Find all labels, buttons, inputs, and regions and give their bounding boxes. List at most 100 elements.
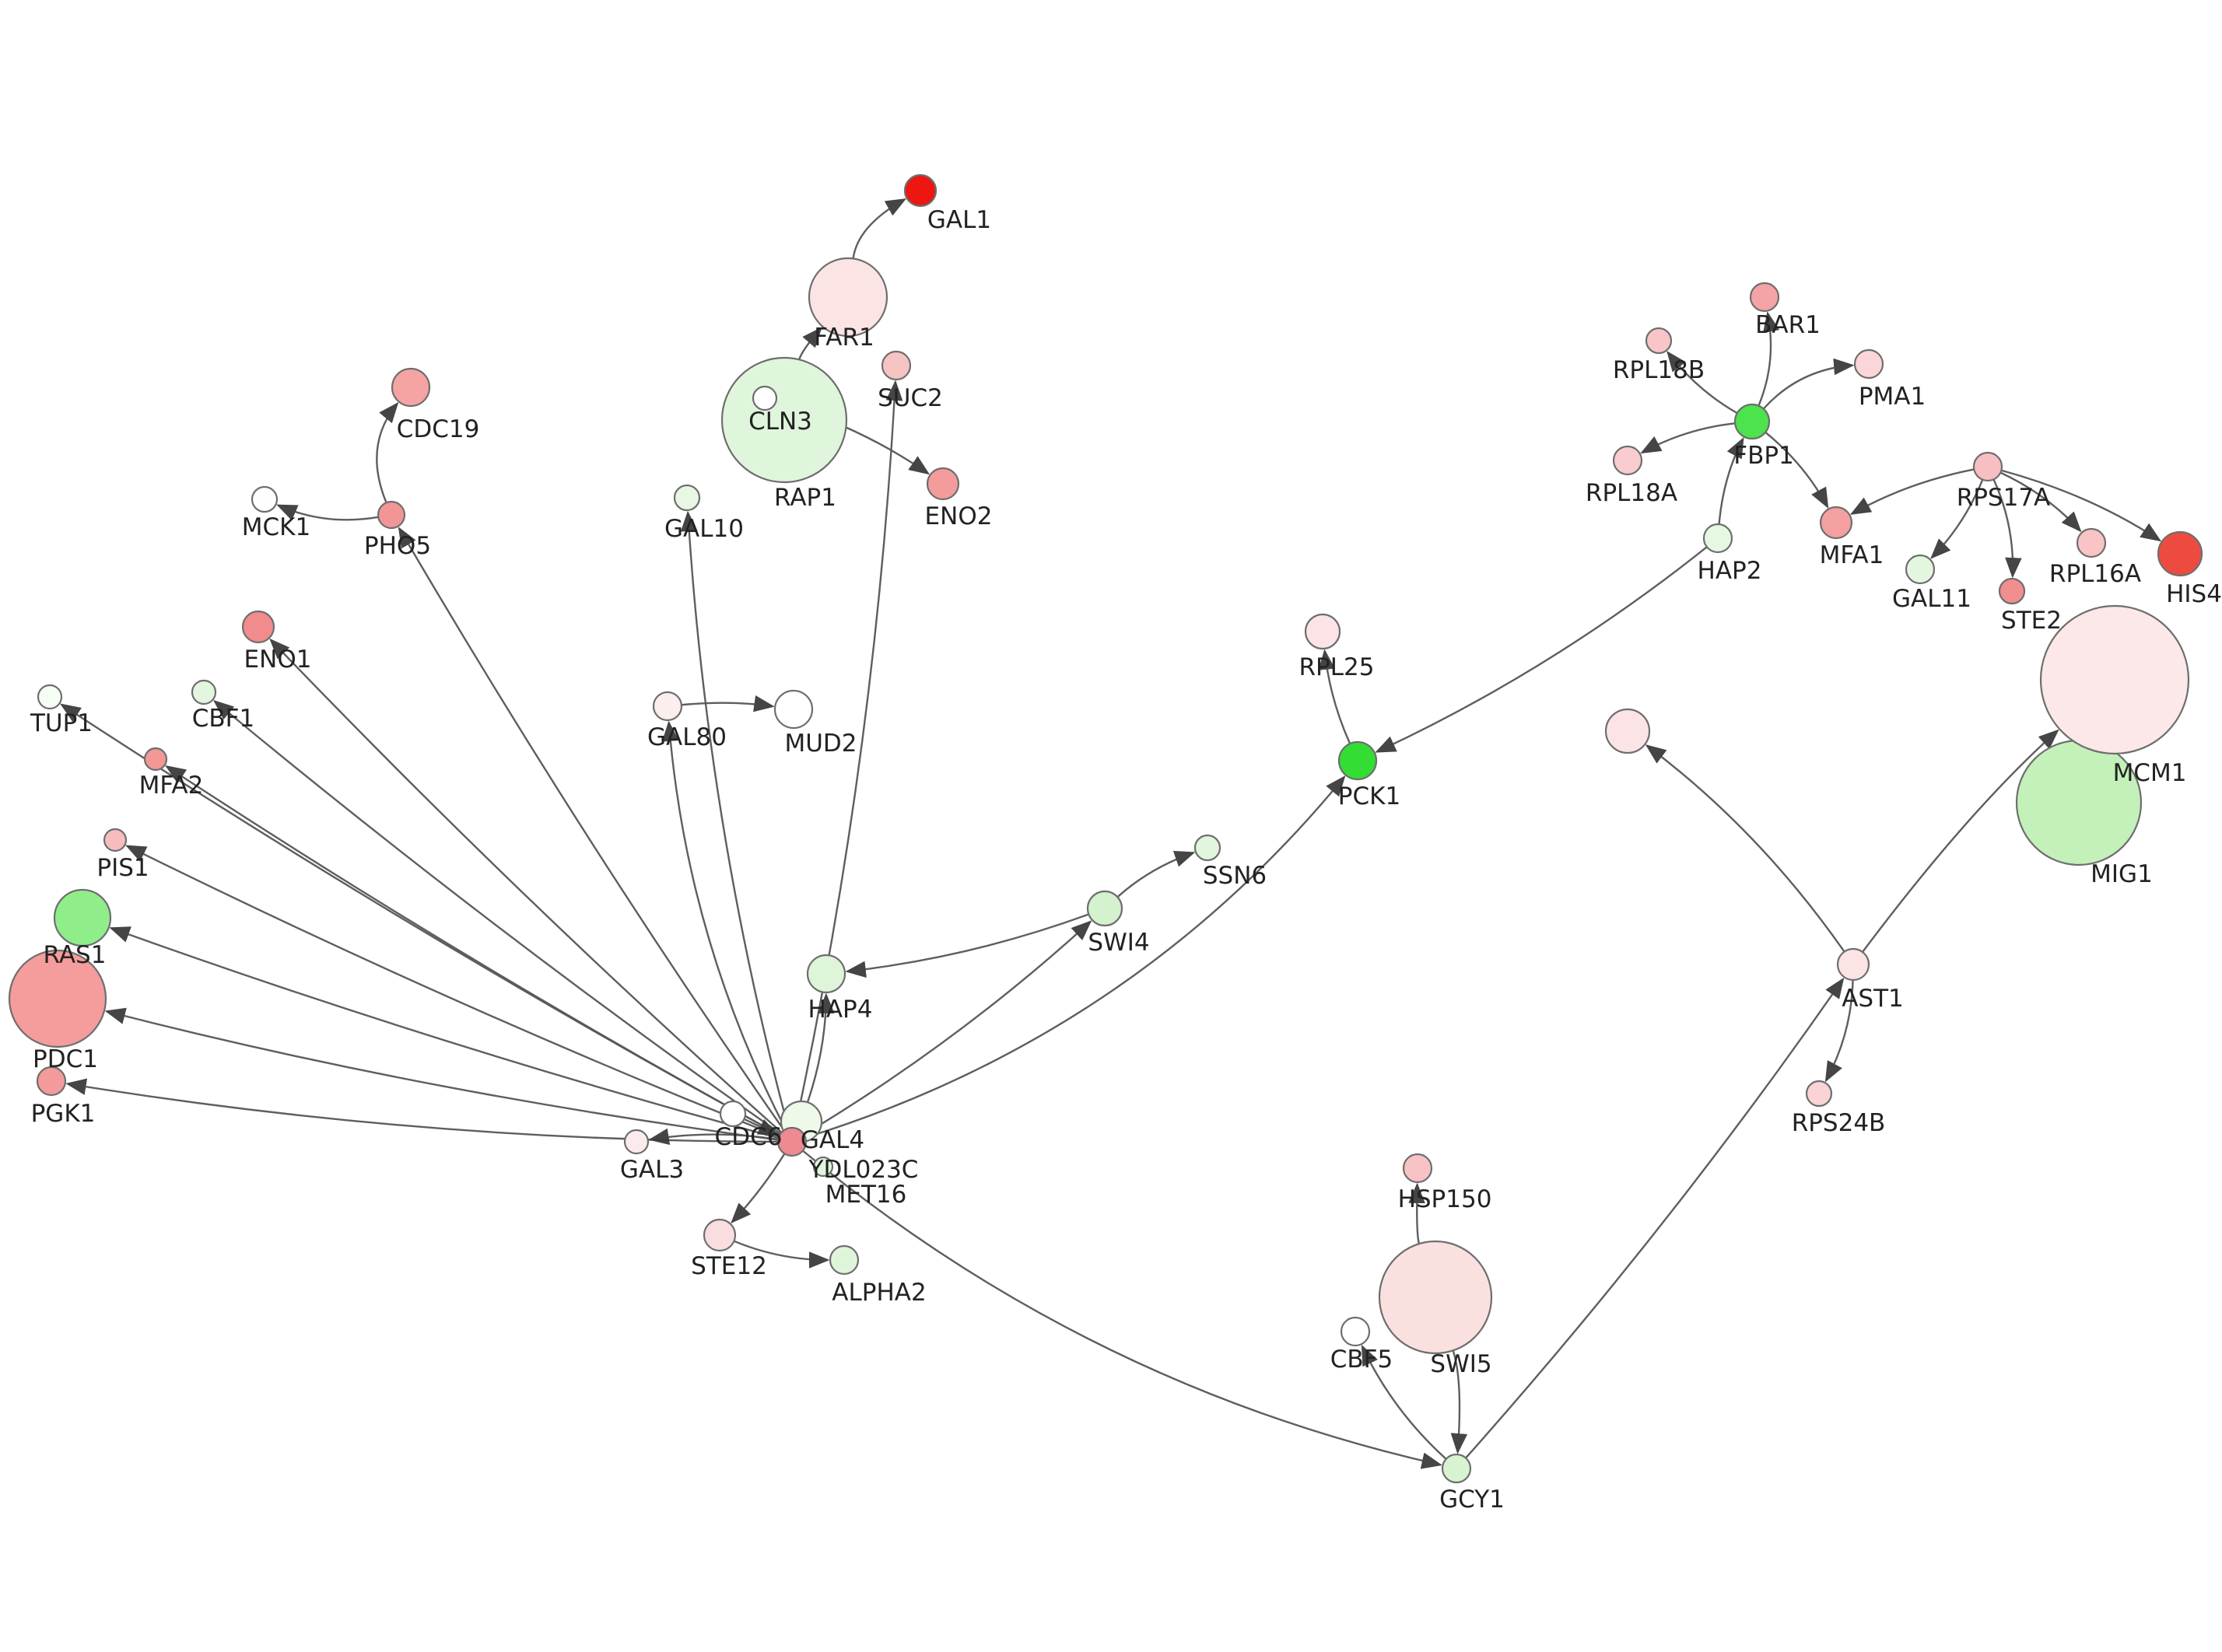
node-mfa2[interactable] — [143, 747, 168, 772]
node-mck1[interactable] — [251, 485, 279, 513]
node-ras1[interactable] — [53, 888, 112, 947]
edge-gal4-swi4[interactable] — [803, 920, 1092, 1136]
node-suc2[interactable] — [881, 350, 912, 381]
node-gal4[interactable] — [776, 1126, 808, 1157]
edge-gal4-pck1[interactable] — [804, 775, 1346, 1139]
edge-gal4-mfa2[interactable] — [165, 765, 780, 1136]
node-fbp1[interactable] — [1733, 403, 1771, 440]
edge-ste12-alpha2[interactable] — [734, 1240, 830, 1269]
edge-gal4-pdc1[interactable] — [104, 1007, 779, 1141]
node-cln3[interactable] — [720, 356, 848, 484]
edge-gal4-pis1[interactable] — [125, 845, 780, 1138]
edge-gal4-ste12[interactable] — [731, 1153, 786, 1224]
node-hap4[interactable] — [806, 954, 846, 994]
node-tup1[interactable] — [37, 684, 63, 710]
node-rps17a[interactable] — [1972, 451, 2003, 482]
node-rpl18b[interactable] — [1645, 327, 1673, 355]
node-pgk1[interactable] — [36, 1066, 67, 1097]
edge-gal4-gal10[interactable] — [680, 510, 790, 1129]
node-cbf5[interactable] — [1340, 1316, 1371, 1347]
edge-gal4-gcy1[interactable] — [802, 1150, 1442, 1469]
edge-rps17a-his4[interactable] — [2001, 469, 2162, 542]
edge-gal80-mud2[interactable] — [681, 695, 775, 712]
node-mfa1[interactable] — [1819, 506, 1853, 540]
node-node1[interactable] — [1604, 708, 1651, 754]
node-pma1[interactable] — [1853, 348, 1884, 380]
node-ste12[interactable] — [703, 1218, 737, 1252]
node-far1[interactable] — [808, 257, 888, 338]
node-rpl18a[interactable] — [1612, 445, 1643, 476]
node-swi5[interactable] — [1378, 1240, 1493, 1355]
node-gal11[interactable] — [1905, 554, 1936, 585]
node-his4[interactable] — [2157, 530, 2203, 577]
edge-cdc6-gal4[interactable] — [743, 1118, 780, 1136]
edge-fbp1-rpl18b[interactable] — [1666, 351, 1738, 415]
edge-fbp1-mfa1[interactable] — [1765, 431, 1829, 509]
node-label-rpl25: RPL25 — [1299, 653, 1375, 681]
node-hap2[interactable] — [1702, 523, 1733, 554]
node-eno2[interactable] — [926, 467, 960, 501]
node-gcy1[interactable] — [1441, 1453, 1472, 1484]
edge-swi5-hsp150[interactable] — [1408, 1182, 1425, 1244]
edge-gal4-pgk1[interactable] — [65, 1078, 779, 1143]
edge-hap2-pck1[interactable] — [1375, 546, 1708, 753]
node-gal10[interactable] — [673, 484, 701, 512]
node-rpl16a[interactable] — [2076, 527, 2107, 558]
node-gal80[interactable] — [652, 691, 683, 722]
node-ssn6[interactable] — [1193, 834, 1221, 862]
node-cdc19[interactable] — [391, 367, 431, 408]
node-cbf1[interactable] — [191, 679, 217, 705]
node-pis1[interactable] — [103, 828, 128, 852]
node-gal1[interactable] — [903, 173, 938, 208]
edge-gal4-pho5[interactable] — [398, 527, 785, 1131]
edge-ast1-rps24b[interactable] — [1824, 979, 1854, 1083]
edge-pck1-rpl25[interactable] — [1318, 649, 1351, 744]
edge-hap2-fbp1[interactable] — [1718, 437, 1744, 525]
edge-ast1-mcm1[interactable] — [1862, 729, 2059, 953]
node-pck1[interactable] — [1337, 740, 1378, 781]
edge-fbp1-bar1[interactable] — [1758, 311, 1780, 407]
edge-swi5-gcy1[interactable] — [1450, 1349, 1468, 1454]
edge-gal4-gal80[interactable] — [661, 720, 787, 1130]
node-rps24b[interactable] — [1805, 1080, 1833, 1108]
node-label-pdc1: PDC1 — [33, 1045, 98, 1073]
edge-rps17a-rpl16a[interactable] — [1999, 471, 2082, 533]
node-rpl25[interactable] — [1304, 613, 1341, 650]
edge-gal4-suc2[interactable] — [794, 380, 903, 1129]
edge-pho5-cdc19[interactable] — [376, 401, 399, 503]
edge-gal4-gal3[interactable] — [648, 1128, 779, 1146]
edge-pho5-mck1[interactable] — [276, 504, 379, 521]
edge-cln3-far1[interactable] — [798, 327, 822, 360]
nodes-layer — [8, 173, 2203, 1484]
node-mcm1[interactable] — [2039, 604, 2190, 755]
node-met16[interactable] — [812, 1156, 834, 1178]
node-bar1[interactable] — [1749, 282, 1780, 313]
edge-swi4-hap4[interactable] — [845, 913, 1089, 978]
node-rap1[interactable] — [752, 385, 778, 411]
edge-ast1-node1[interactable] — [1645, 744, 1845, 953]
node-eno1[interactable] — [241, 610, 275, 644]
edge-gal4-cbf1[interactable] — [213, 699, 781, 1135]
node-hsp150[interactable] — [1402, 1153, 1433, 1184]
edge-swi4-ssn6[interactable] — [1116, 851, 1196, 898]
edge-fbp1-rpl18a[interactable] — [1640, 422, 1736, 454]
edge-gcy1-ast1[interactable] — [1465, 977, 1845, 1459]
node-swi4[interactable] — [1086, 890, 1123, 927]
edge-fbp1-pma1[interactable] — [1762, 358, 1855, 410]
node-ast1[interactable] — [1836, 947, 1870, 982]
node-cdc6[interactable] — [719, 1100, 747, 1128]
node-ste2[interactable] — [1998, 577, 2026, 605]
node-alpha2[interactable] — [829, 1244, 860, 1276]
edge-gcy1-cbf5[interactable] — [1361, 1344, 1447, 1460]
edge-rps17a-ste2[interactable] — [1992, 478, 2022, 579]
node-pho5[interactable] — [377, 500, 406, 530]
edge-far1-gal1[interactable] — [852, 198, 907, 259]
node-pdc1[interactable] — [8, 949, 107, 1048]
node-gal3[interactable] — [623, 1129, 650, 1155]
edge-gal4-ras1[interactable] — [109, 926, 779, 1139]
edge-rps17a-mfa1[interactable] — [1849, 468, 1975, 515]
edge-rps17a-gal11[interactable] — [1930, 479, 1984, 559]
node-mud2[interactable] — [773, 689, 814, 730]
edge-gal4-eno1[interactable] — [269, 638, 783, 1133]
